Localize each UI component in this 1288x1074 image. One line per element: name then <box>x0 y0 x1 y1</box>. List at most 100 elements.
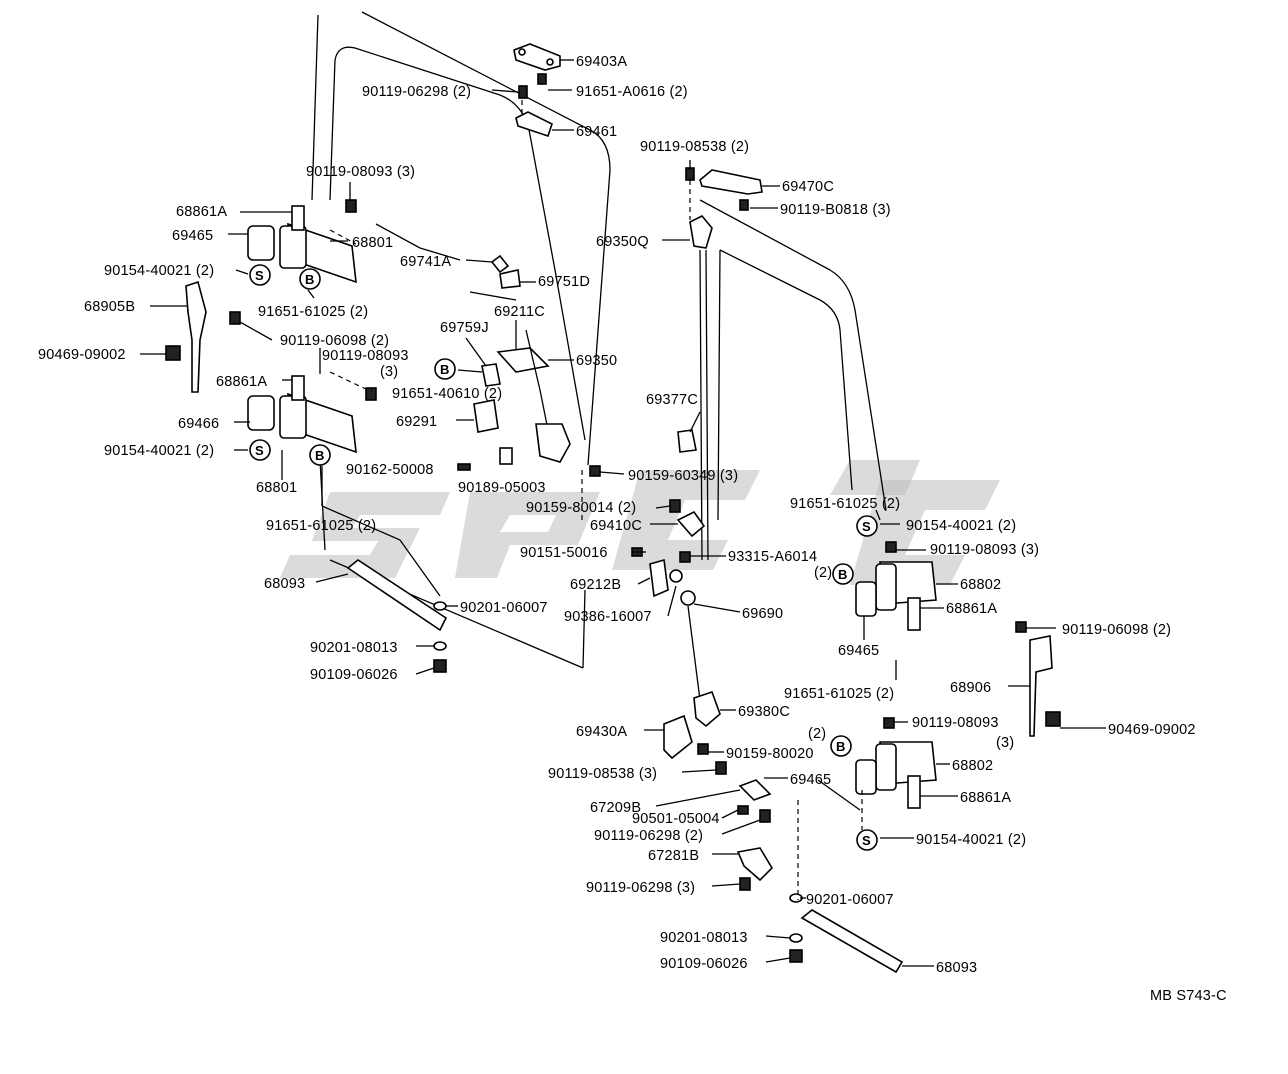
label-90162-50008: 90162-50008 <box>346 462 434 478</box>
svg-text:S: S <box>255 443 264 458</box>
label-69465-b: 69465 <box>838 643 879 659</box>
label-90159-80020: 90159-80020 <box>726 746 814 762</box>
svg-text:B: B <box>315 448 324 463</box>
label-68801-b: 68801 <box>256 480 297 496</box>
label-90469-09002-a: 90469-09002 <box>38 347 126 363</box>
bolt-marker: B <box>309 444 331 466</box>
label-68861A-b: 68861A <box>216 374 267 390</box>
label-90109-06026-a: 90109-06026 <box>310 667 398 683</box>
label-69465-c: 69465 <box>790 772 831 788</box>
markers: S B B S B S B B S <box>249 264 878 851</box>
label-69751D: 69751D <box>538 274 590 290</box>
label-69403A: 69403A <box>576 54 627 70</box>
screw-marker: S <box>856 515 878 537</box>
label-68906: 68906 <box>950 680 991 696</box>
label-90119-06298-top: 90119-06298 (2) <box>362 84 471 100</box>
label-90119-06298-b: 90119-06298 (2) <box>594 828 703 844</box>
label-90201-06007-b: 90201-06007 <box>806 892 894 908</box>
label-68861A-c: 68861A <box>946 601 997 617</box>
label-90154-40021-b: 90154-40021 (2) <box>104 443 214 459</box>
label-68861A-d: 68861A <box>960 790 1011 806</box>
dashed-guides <box>329 100 863 900</box>
label-90154-40021-d: 90154-40021 (2) <box>916 832 1026 848</box>
label-69430A: 69430A <box>576 724 627 740</box>
label-90386-16007: 90386-16007 <box>564 609 652 625</box>
label-68801-a: 68801 <box>352 235 393 251</box>
label-90189-05003: 90189-05003 <box>458 480 546 496</box>
screw-marker: S <box>856 829 878 851</box>
part-69403A-shape <box>513 43 561 71</box>
svg-text:S: S <box>862 519 871 534</box>
label-69212B: 69212B <box>570 577 621 593</box>
label-69470C: 69470C <box>782 179 834 195</box>
label-69690: 69690 <box>742 606 783 622</box>
svg-text:S: S <box>255 268 264 283</box>
label-90201-06007-a: 90201-06007 <box>460 600 548 616</box>
label-3-d: (3) <box>996 735 1014 751</box>
label-67209B: 67209B <box>590 800 641 816</box>
svg-text:B: B <box>838 567 847 582</box>
label-2-c: (2) <box>814 565 832 581</box>
label-90119-08093-c: 90119-08093 (3) <box>930 542 1039 558</box>
label-91651-61025-a: 91651-61025 (2) <box>258 304 368 320</box>
label-90501-05004: 90501-05004 <box>632 811 720 827</box>
label-90159-60349: 90159-60349 (3) <box>628 468 738 484</box>
svg-text:B: B <box>836 739 845 754</box>
label-90154-40021-c: 90154-40021 (2) <box>906 518 1016 534</box>
label-69291: 69291 <box>396 414 437 430</box>
watermark-logo <box>280 460 1000 585</box>
label-69350Q: 69350Q <box>596 234 649 250</box>
label-68093-a: 68093 <box>264 576 305 592</box>
bolt-marker: B <box>832 563 854 585</box>
screw-marker: S <box>249 264 271 286</box>
label-67281B: 67281B <box>648 848 699 864</box>
label-68905B: 68905B <box>84 299 135 315</box>
label-90154-40021-a: 90154-40021 (2) <box>104 263 214 279</box>
label-93315-A6014: 93315-A6014 <box>728 549 817 565</box>
label-3-b: (3) <box>380 364 398 380</box>
label-69465-a: 69465 <box>172 228 213 244</box>
label-69741A: 69741A <box>400 254 451 270</box>
label-90469-09002-b: 90469-09002 <box>1108 722 1196 738</box>
bolt-marker: B <box>830 735 852 757</box>
label-69377C: 69377C <box>646 392 698 408</box>
label-91651-61025-b: 91651-61025 (2) <box>790 496 900 512</box>
bolt-marker: B <box>299 268 321 290</box>
diagram-code: MB S743-C <box>1150 988 1227 1004</box>
label-69759J: 69759J <box>440 320 489 336</box>
part-shapes <box>165 43 1061 974</box>
screw-marker: S <box>249 439 271 461</box>
label-90119-B0818: 90119-B0818 (3) <box>780 202 891 218</box>
label-90119-08093-b: 90119-08093 <box>322 348 409 364</box>
label-91651-61025-d: 91651-61025 (2) <box>784 686 894 702</box>
label-90119-08093-d: 90119-08093 <box>912 715 999 731</box>
label-69461: 69461 <box>576 124 617 140</box>
label-90119-08538-top: 90119-08538 (2) <box>640 139 749 155</box>
label-90109-06026-b: 90109-06026 <box>660 956 748 972</box>
leader-lines <box>140 59 1106 967</box>
label-68861A-a: 68861A <box>176 204 227 220</box>
label-90151-50016: 90151-50016 <box>520 545 608 561</box>
label-2-d: (2) <box>808 726 826 742</box>
bolt-marker: B <box>434 358 456 380</box>
svg-text:S: S <box>862 833 871 848</box>
label-68093-b: 68093 <box>936 960 977 976</box>
label-68802-a: 68802 <box>960 577 1001 593</box>
label-91651-61025-c: 91651-61025 (2) <box>266 518 376 534</box>
label-90119-08093-a: 90119-08093 (3) <box>306 164 415 180</box>
label-90201-08013-a: 90201-08013 <box>310 640 398 656</box>
label-69211C: 69211C <box>494 304 545 320</box>
label-91651-A0616: 91651-A0616 (2) <box>576 84 688 100</box>
label-90159-80014: 90159-80014 (2) <box>526 500 636 516</box>
label-69466: 69466 <box>178 416 219 432</box>
label-69380C: 69380C <box>738 704 790 720</box>
label-90119-06098-b: 90119-06098 (2) <box>1062 622 1171 638</box>
label-90119-08538-b: 90119-08538 (3) <box>548 766 657 782</box>
label-90119-06098-a: 90119-06098 (2) <box>280 333 389 349</box>
svg-text:B: B <box>440 362 449 377</box>
svg-text:B: B <box>305 272 314 287</box>
label-90119-06298-c: 90119-06298 (3) <box>586 880 695 896</box>
label-69410C: 69410C <box>590 518 642 534</box>
label-68802-b: 68802 <box>952 758 993 774</box>
